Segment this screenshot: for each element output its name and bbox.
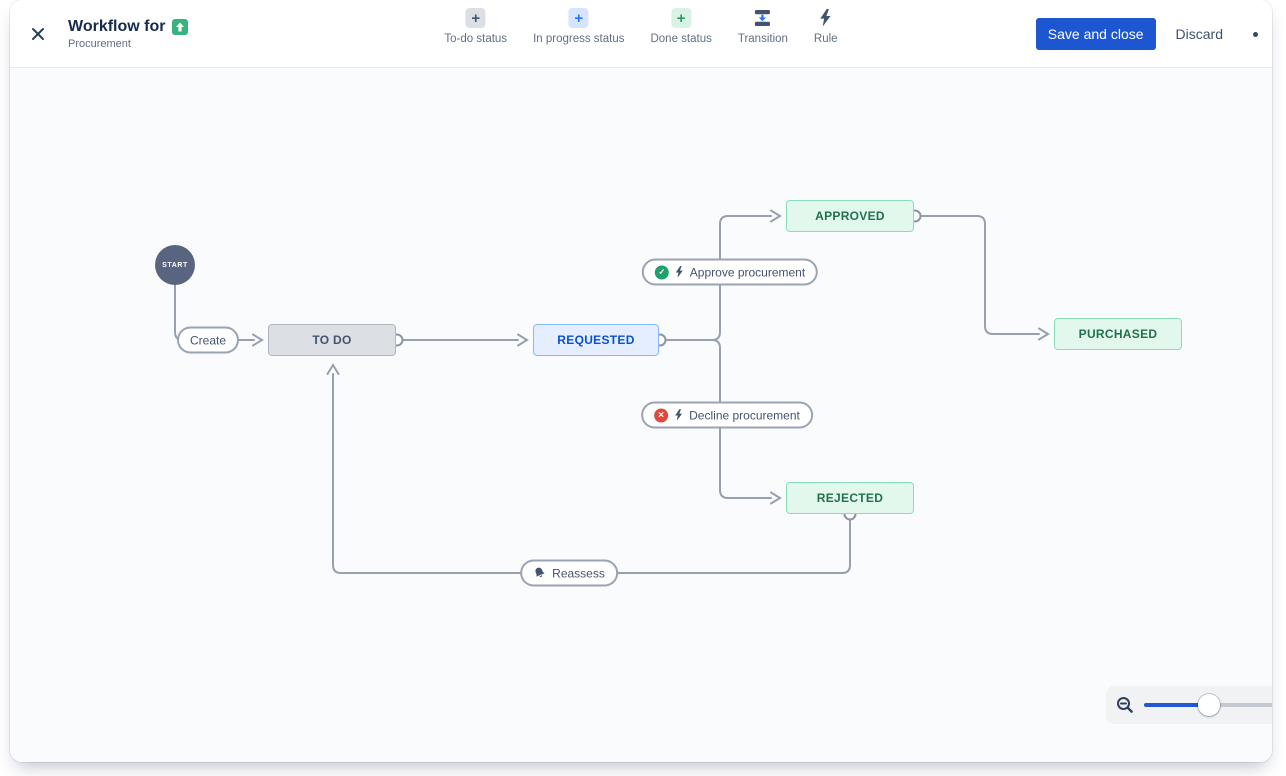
header-bar: Workflow for Procurement + To-do status … bbox=[10, 0, 1272, 68]
zoom-slider-filled-track bbox=[1144, 703, 1209, 707]
close-icon bbox=[32, 27, 44, 40]
transition-label: Reassess bbox=[552, 566, 605, 580]
add-todo-status-button[interactable]: + To-do status bbox=[444, 8, 507, 45]
improvement-issue-type-icon bbox=[172, 18, 189, 35]
transition-label: Decline procurement bbox=[689, 408, 800, 422]
transition-label: Create bbox=[189, 333, 227, 347]
discard-button[interactable]: Discard bbox=[1164, 18, 1235, 50]
tool-label: Rule bbox=[813, 33, 838, 45]
transition-icon bbox=[753, 8, 773, 28]
arrowhead bbox=[1038, 327, 1050, 341]
transition-reassess[interactable]: Reassess bbox=[520, 559, 618, 587]
zoom-slider-thumb[interactable] bbox=[1198, 694, 1220, 716]
zoom-out-icon[interactable] bbox=[1116, 696, 1134, 714]
arrowhead bbox=[517, 333, 529, 347]
workflow-canvas[interactable]: START TO DO REQUESTED APPROVED REJECTED … bbox=[10, 69, 1272, 762]
start-node[interactable]: START bbox=[155, 245, 195, 285]
arrowhead bbox=[326, 363, 340, 375]
workflow-editor-window: Workflow for Procurement + To-do status … bbox=[10, 0, 1272, 762]
lightning-bolt-icon bbox=[816, 8, 836, 28]
page-title: Workflow for bbox=[68, 17, 166, 35]
unsaved-changes-dot bbox=[1253, 31, 1258, 37]
plus-green-square-icon: + bbox=[671, 8, 692, 28]
add-inprogress-status-button[interactable]: + In progress status bbox=[533, 8, 624, 45]
zoom-slider[interactable] bbox=[1144, 694, 1272, 716]
check-circle-icon: ✓ bbox=[654, 265, 669, 279]
edge-approved-purchased bbox=[920, 215, 1040, 335]
add-done-status-button[interactable]: + Done status bbox=[650, 8, 712, 45]
status-node-purchased[interactable]: PURCHASED bbox=[1054, 318, 1182, 350]
status-node-rejected[interactable]: REJECTED bbox=[786, 482, 914, 514]
close-button[interactable] bbox=[22, 18, 54, 50]
header-actions: Save and close Discard bbox=[1035, 0, 1258, 68]
add-rule-button[interactable]: Rule bbox=[814, 8, 838, 45]
arrowhead bbox=[770, 209, 782, 223]
zoom-slider-track bbox=[1209, 703, 1272, 707]
bell-icon bbox=[535, 567, 545, 578]
arrowhead bbox=[770, 491, 782, 505]
tool-label: Transition bbox=[737, 33, 788, 45]
lightning-bolt-icon bbox=[675, 266, 683, 278]
status-node-approved[interactable]: APPROVED bbox=[786, 200, 914, 232]
zoom-control bbox=[1106, 686, 1272, 724]
plus-gray-square-icon: + bbox=[465, 8, 486, 28]
status-node-todo[interactable]: TO DO bbox=[268, 324, 396, 356]
transition-create[interactable]: Create bbox=[176, 326, 240, 354]
plus-blue-square-icon: + bbox=[568, 8, 589, 28]
workflow-subtitle: Procurement bbox=[68, 37, 131, 50]
tool-label: Done status bbox=[650, 33, 712, 45]
save-and-close-button[interactable]: Save and close bbox=[1035, 18, 1156, 50]
cross-circle-icon: ✕ bbox=[654, 408, 669, 422]
lightning-bolt-icon bbox=[675, 409, 683, 421]
tool-label: To-do status bbox=[444, 33, 508, 45]
transition-label: Approve procurement bbox=[689, 265, 806, 279]
title-block: Workflow for Procurement bbox=[68, 17, 189, 50]
add-transition-button[interactable]: Transition bbox=[738, 8, 788, 45]
arrowhead bbox=[252, 333, 264, 347]
transition-approve-procurement[interactable]: ✓ Approve procurement bbox=[641, 258, 819, 286]
tool-label: In progress status bbox=[533, 33, 625, 45]
status-node-requested[interactable]: REQUESTED bbox=[533, 324, 659, 356]
editor-toolbar: + To-do status + In progress status + Do… bbox=[444, 8, 838, 45]
transition-decline-procurement[interactable]: ✕ Decline procurement bbox=[641, 401, 813, 429]
